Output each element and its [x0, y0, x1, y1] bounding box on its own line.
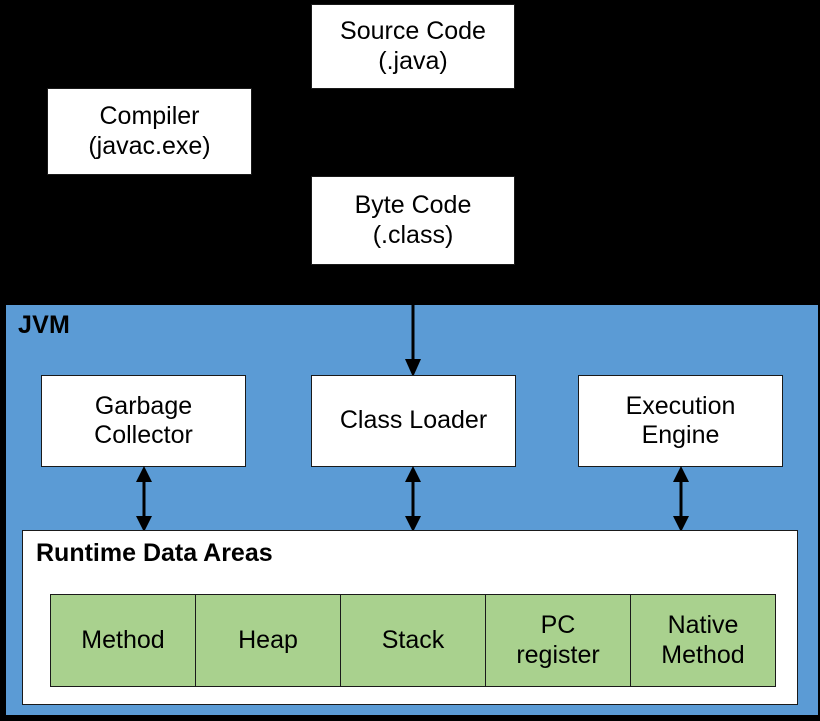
arrow-garbage-collector-to-runtime-data-areas-icon [136, 466, 152, 532]
node-compiler-line1: Compiler [99, 102, 200, 130]
memory-cell-stack-line1: Stack [381, 625, 445, 654]
node-compiler: Compiler (javac.exe) [47, 88, 252, 175]
node-class-loader-line1: Class Loader [339, 406, 488, 435]
jvm-panel-label: JVM [18, 311, 71, 339]
node-byte-code-line1: Byte Code [354, 191, 472, 219]
memory-cell-method: Method [50, 594, 196, 687]
arrow-byte-code-to-class-loader-icon [405, 265, 421, 377]
memory-cell-heap-line1: Heap [238, 625, 298, 654]
arrow-execution-engine-to-runtime-data-areas-icon [673, 466, 689, 532]
node-byte-code-line2: (.class) [372, 220, 454, 249]
memory-cell-pc-register-line1: PC [540, 611, 576, 639]
node-compiler-line2: (javac.exe) [88, 131, 211, 160]
node-garbage-collector: Garbage Collector [41, 375, 246, 467]
memory-cell-stack: Stack [340, 594, 486, 687]
memory-cell-native-method-line2: Method [661, 640, 745, 669]
node-execution-engine: Execution Engine [578, 375, 783, 467]
node-garbage-collector-line2: Collector [94, 421, 193, 449]
node-source-code: Source Code (.java) [311, 4, 515, 89]
node-execution-engine-line1: Execution [625, 391, 736, 420]
node-byte-code: Byte Code (.class) [311, 176, 515, 265]
memory-cell-heap: Heap [195, 594, 341, 687]
node-execution-engine-line2: Engine [641, 421, 720, 449]
memory-areas-row: Method Heap Stack PC register Native Met… [50, 594, 776, 687]
memory-cell-native-method: Native Method [630, 594, 776, 687]
runtime-data-areas-title: Runtime Data Areas [36, 539, 273, 567]
arrow-class-loader-to-runtime-data-areas-icon [405, 466, 421, 532]
memory-cell-pc-register-line2: register [516, 640, 600, 669]
memory-cell-method-line1: Method [81, 625, 165, 654]
node-source-code-line2: (.java) [378, 46, 448, 75]
node-source-code-line1: Source Code [340, 17, 486, 45]
memory-cell-pc-register: PC register [485, 594, 631, 687]
memory-cell-native-method-line1: Native [667, 611, 739, 639]
node-class-loader: Class Loader [311, 375, 516, 467]
node-garbage-collector-line1: Garbage [94, 391, 193, 420]
